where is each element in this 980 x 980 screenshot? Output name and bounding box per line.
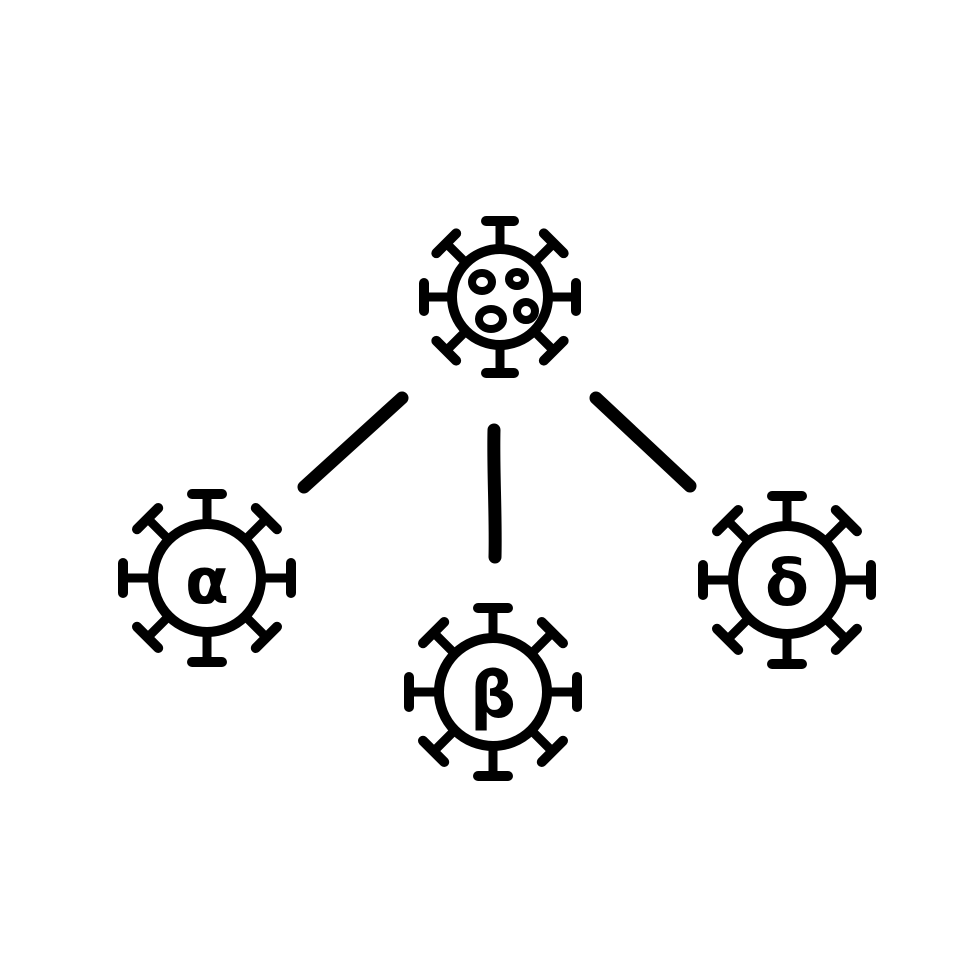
virus-spike-cap xyxy=(536,735,569,768)
virus-spike-cap xyxy=(538,228,569,259)
core-dot xyxy=(468,269,496,295)
variant-label-delta: δ xyxy=(765,547,809,621)
virus-spike-cap xyxy=(536,616,569,649)
virus-spike-cap xyxy=(538,335,569,366)
virus-spike-cap xyxy=(250,502,283,535)
core-dot xyxy=(513,298,539,324)
variant-label-alpha: α xyxy=(185,545,229,619)
variant-label-beta: β xyxy=(470,659,516,733)
beta-variant: β xyxy=(404,603,582,781)
virus-cores xyxy=(468,268,539,333)
connectors xyxy=(297,391,697,564)
connector-beta xyxy=(487,423,502,564)
core-dot xyxy=(505,268,529,290)
virus-icon xyxy=(419,216,581,378)
alpha-variant: α xyxy=(118,489,296,667)
core-dot xyxy=(475,305,507,333)
virus-spike-cap xyxy=(431,335,462,366)
virus-spike-cap xyxy=(711,623,744,656)
delta-variant: δ xyxy=(698,491,876,669)
virus-spike-cap xyxy=(417,735,450,768)
virus-spike-cap xyxy=(131,621,164,654)
virus-spike-cap xyxy=(431,228,462,259)
parent-virus xyxy=(419,216,581,378)
connector-alpha xyxy=(297,391,409,494)
virus-spike-cap xyxy=(131,502,164,535)
virus-spike-cap xyxy=(417,616,450,649)
virus-spike-cap xyxy=(830,504,863,537)
virus-spike-cap xyxy=(711,504,744,537)
virus-icon xyxy=(118,489,296,667)
virus-icon xyxy=(698,491,876,669)
virus-spike-cap xyxy=(250,621,283,654)
virus-icon xyxy=(404,603,582,781)
connector-delta xyxy=(589,391,697,493)
virus-spike-cap xyxy=(830,623,863,656)
